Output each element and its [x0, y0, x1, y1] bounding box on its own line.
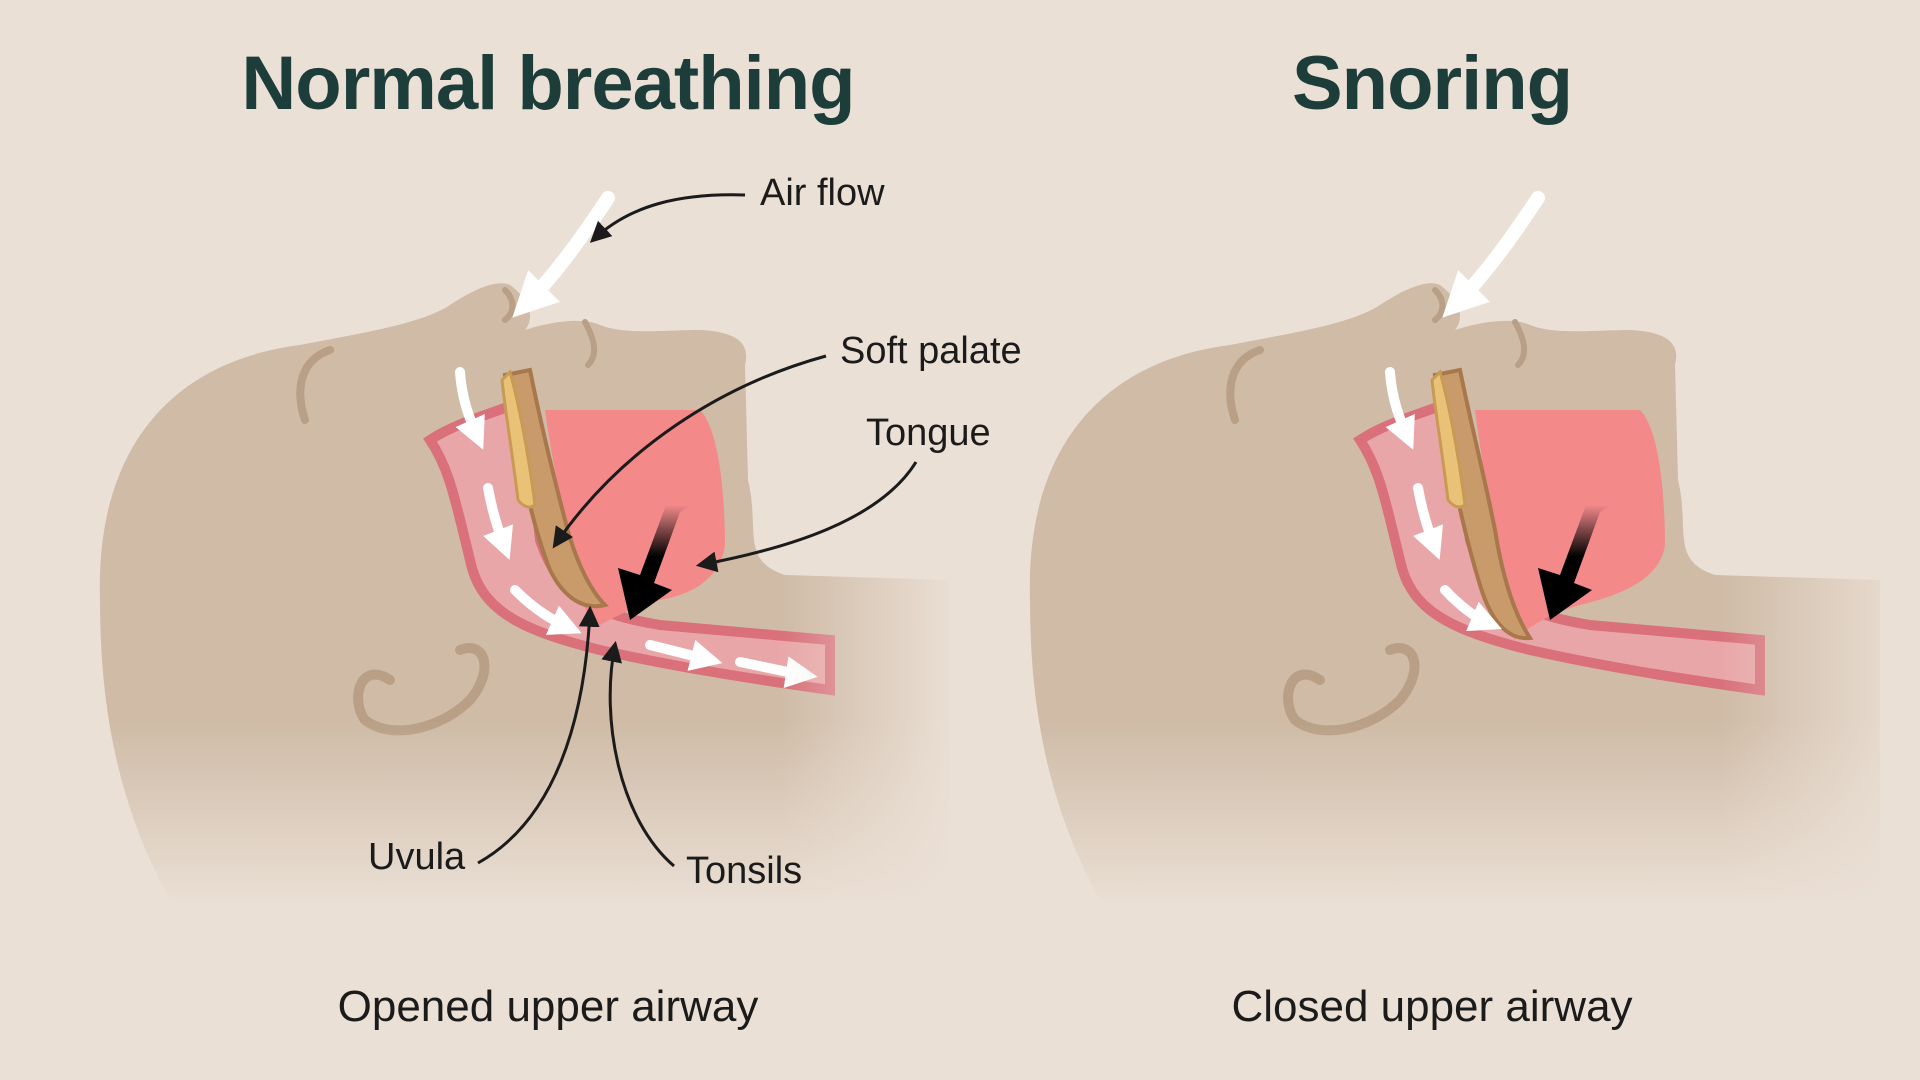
- tongue-leader: [695, 461, 918, 573]
- snoring-panel-caption: Closed upper airway: [1231, 982, 1633, 1031]
- snoring-airway-arrow-3: [1440, 585, 1502, 632]
- normal-lips: [582, 319, 598, 368]
- normal-eye: [296, 346, 334, 424]
- normal-tongue-pressure: [618, 505, 690, 620]
- normal-airway: [423, 367, 835, 696]
- snoring-spine-bone: [1430, 369, 1467, 509]
- snoring-airflow-arrows: [1385, 191, 1545, 632]
- normal-nose-airflow-arrow: [512, 191, 615, 318]
- snoring-tongue: [1475, 410, 1665, 640]
- snoring-panel-title: Snoring: [1291, 41, 1573, 126]
- tonsils-leader: [601, 640, 675, 868]
- leader-lines: [477, 193, 918, 868]
- normal-airway-arrow-3: [510, 585, 582, 635]
- normal-spine-bone: [500, 369, 537, 509]
- uvula-label: Uvula: [368, 836, 466, 878]
- normal-panel-title: Normal breathing: [241, 41, 855, 126]
- snoring-nose-airflow-arrow: [1442, 191, 1545, 318]
- normal-panel-caption: Opened upper airway: [337, 982, 759, 1031]
- snoring-tongue-pressure-arrow: [1538, 505, 1610, 620]
- snoring-tongue-pressure: [1538, 505, 1610, 620]
- uvula-leader: [477, 605, 600, 865]
- normal-airway-arrow-2: [483, 483, 513, 560]
- normal-tongue-pressure-arrow: [618, 505, 690, 620]
- snoring-eye: [1226, 346, 1264, 424]
- snoring-airway: [1353, 367, 1765, 696]
- snoring-fade-overlays: [1010, 560, 1920, 910]
- snoring-airway-arrow-2: [1413, 483, 1443, 560]
- snoring-airway-arrow-1: [1385, 367, 1415, 450]
- tongue-label: Tongue: [866, 412, 991, 454]
- normal-airway-arrow-1: [455, 367, 485, 450]
- normal-airflow-arrows: [455, 191, 818, 688]
- soft-palate-label: Soft palate: [840, 330, 1022, 372]
- air-flow-leader: [589, 193, 746, 243]
- air-flow-label: Air flow: [760, 172, 885, 214]
- tonsils-label: Tonsils: [686, 850, 803, 892]
- snoring-lips: [1512, 319, 1528, 368]
- normal-airway-arrow-4: [645, 639, 723, 671]
- soft-palate-leader: [552, 354, 827, 549]
- normal-tongue: [545, 410, 725, 625]
- normal-fade-overlays: [80, 560, 960, 910]
